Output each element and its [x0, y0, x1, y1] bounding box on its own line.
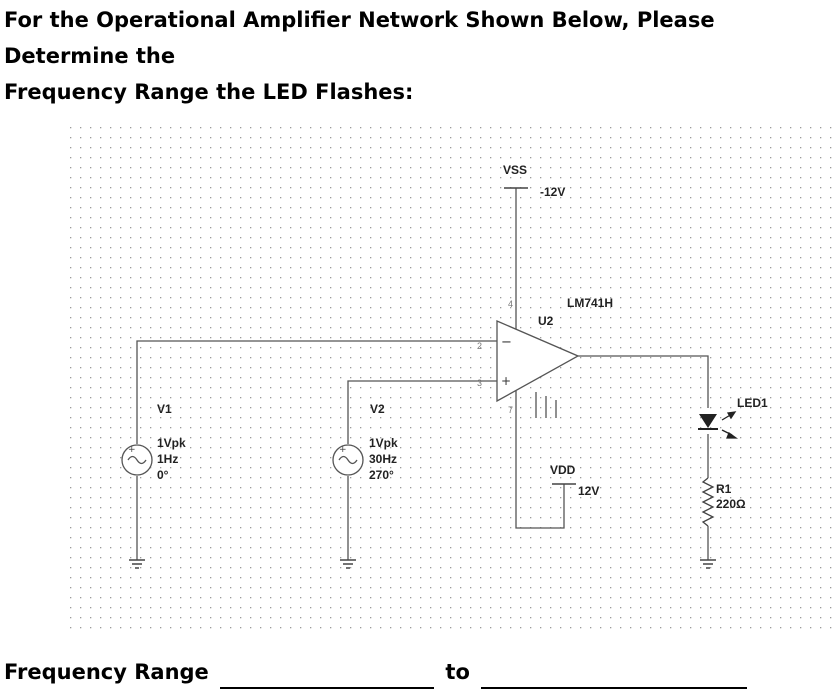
vdd-supply: VDD 12V [550, 463, 599, 498]
question-text: For the Operational Amplifier Network Sh… [4, 2, 830, 110]
ground-symbols [129, 559, 716, 569]
vss-name: VSS [503, 163, 527, 177]
wire-output-to-led [578, 355, 709, 408]
v2-frequency: 30Hz [369, 452, 397, 466]
opamp-ref: U2 [538, 314, 554, 328]
v2-amplitude: 1Vpk [369, 436, 398, 450]
v1-name: V1 [157, 402, 172, 416]
opamp-pin-bottom: 7 [508, 405, 513, 415]
source-v1: + V1 1Vpk 1Hz 0° [121, 402, 186, 482]
question-line-2: Frequency Range the LED Flashes: [4, 80, 414, 104]
vdd-value: 12V [578, 484, 599, 498]
opamp-plus-sign: + [501, 374, 511, 388]
v1-plus-sign: + [128, 445, 136, 455]
v2-phase: 270° [369, 468, 394, 482]
v2-name: V2 [370, 402, 385, 416]
answer-blank-low[interactable] [220, 661, 435, 689]
opamp-pin-inverting: 2 [477, 341, 482, 351]
resistor-value: 220Ω [716, 497, 746, 511]
resistor-name: R1 [716, 482, 732, 496]
v1-amplitude: 1Vpk [157, 436, 186, 450]
v2-plus-sign: + [339, 445, 347, 455]
answer-line: Frequency Range to [4, 655, 751, 689]
led-name: LED1 [737, 396, 768, 410]
wire-vdd-to-opamp [515, 383, 565, 529]
source-v2: + V2 1Vpk 30Hz 270° [332, 402, 398, 482]
ground-icon [129, 559, 145, 569]
opamp-u2: − + 2 3 4 7 U2 LM741H [477, 296, 613, 415]
opamp-minus-sign: − [501, 335, 512, 350]
wire-v1-to-inverting-input [136, 340, 497, 444]
wire-v2-to-noninverting-input [347, 380, 497, 444]
resistor-r1: R1 220Ω [701, 477, 746, 527]
led-emission-arrows-icon [721, 411, 739, 439]
vss-supply: VSS -12V [503, 163, 565, 199]
range-connector: to [445, 660, 470, 684]
v1-frequency: 1Hz [157, 452, 178, 466]
ground-icon [700, 559, 716, 569]
frequency-range-label: Frequency Range [4, 660, 209, 684]
ground-icon [340, 559, 356, 569]
vss-value: -12V [540, 185, 565, 199]
wires [136, 188, 709, 560]
led-1: LED1 [698, 396, 768, 439]
opamp-model: LM741H [567, 296, 613, 310]
answer-blank-high[interactable] [481, 661, 748, 689]
opamp-pin-top: 4 [508, 299, 513, 309]
vdd-name: VDD [550, 463, 576, 477]
opamp-pin-noninverting: 3 [477, 378, 482, 388]
v1-phase: 0° [157, 468, 169, 482]
question-line-1: For the Operational Amplifier Network Sh… [4, 8, 715, 68]
